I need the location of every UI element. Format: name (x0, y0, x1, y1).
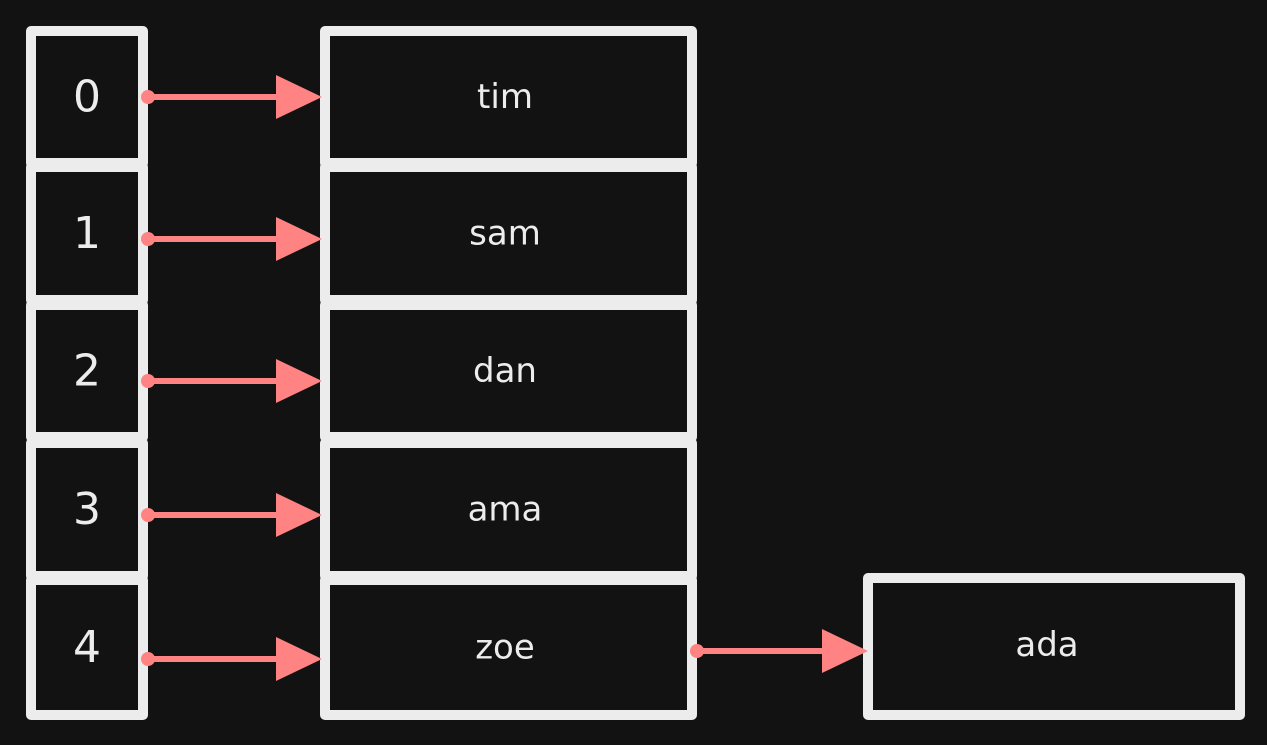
chained-value-label: ada (1015, 625, 1078, 665)
arrowhead-icon (276, 217, 322, 261)
index-cell: 0 (26, 26, 148, 168)
value-box (320, 575, 697, 720)
arrowhead-icon (276, 359, 322, 403)
arrowhead-icon (276, 75, 322, 119)
value-label: ama (468, 490, 543, 530)
chained-value-cell: ada (863, 573, 1245, 720)
arrowhead-icon (276, 493, 322, 537)
index-label: 3 (73, 484, 101, 535)
index-cell: 4 (26, 575, 148, 720)
value-box (320, 438, 697, 581)
index-box (26, 438, 148, 581)
value-cell: tim (320, 26, 697, 168)
index-cell: 3 (26, 438, 148, 581)
arrowhead-icon (276, 637, 322, 681)
value-cell: sam (320, 162, 697, 305)
arrow-start-dot (141, 508, 155, 522)
index-box (26, 300, 148, 442)
index-label: 0 (73, 72, 101, 123)
index-label: 1 (73, 208, 101, 259)
value-cell: zoe (320, 575, 697, 720)
index-cell: 2 (26, 300, 148, 442)
arrow-start-dot (141, 652, 155, 666)
index-to-value-arrow (141, 493, 322, 537)
chain-arrow (690, 629, 868, 673)
value-cell: ama (320, 438, 697, 581)
index-to-value-arrow (141, 75, 322, 119)
index-label: 4 (73, 622, 101, 673)
value-label: zoe (475, 628, 535, 668)
arrow-start-dot (141, 232, 155, 246)
arrowhead-icon (822, 629, 868, 673)
index-box (26, 575, 148, 720)
index-cell: 1 (26, 162, 148, 305)
index-to-value-arrow (141, 217, 322, 261)
index-to-value-arrow (141, 359, 322, 403)
value-label: sam (469, 214, 541, 254)
index-to-value-arrow (141, 637, 322, 681)
value-cell: dan (320, 300, 697, 442)
value-label: tim (477, 77, 533, 117)
value-box (320, 300, 697, 442)
arrow-start-dot (141, 90, 155, 104)
arrow-start-dot (690, 644, 704, 658)
value-label: dan (473, 351, 537, 391)
chained-value-box (863, 573, 1245, 720)
arrow-start-dot (141, 374, 155, 388)
index-label: 2 (73, 346, 101, 397)
